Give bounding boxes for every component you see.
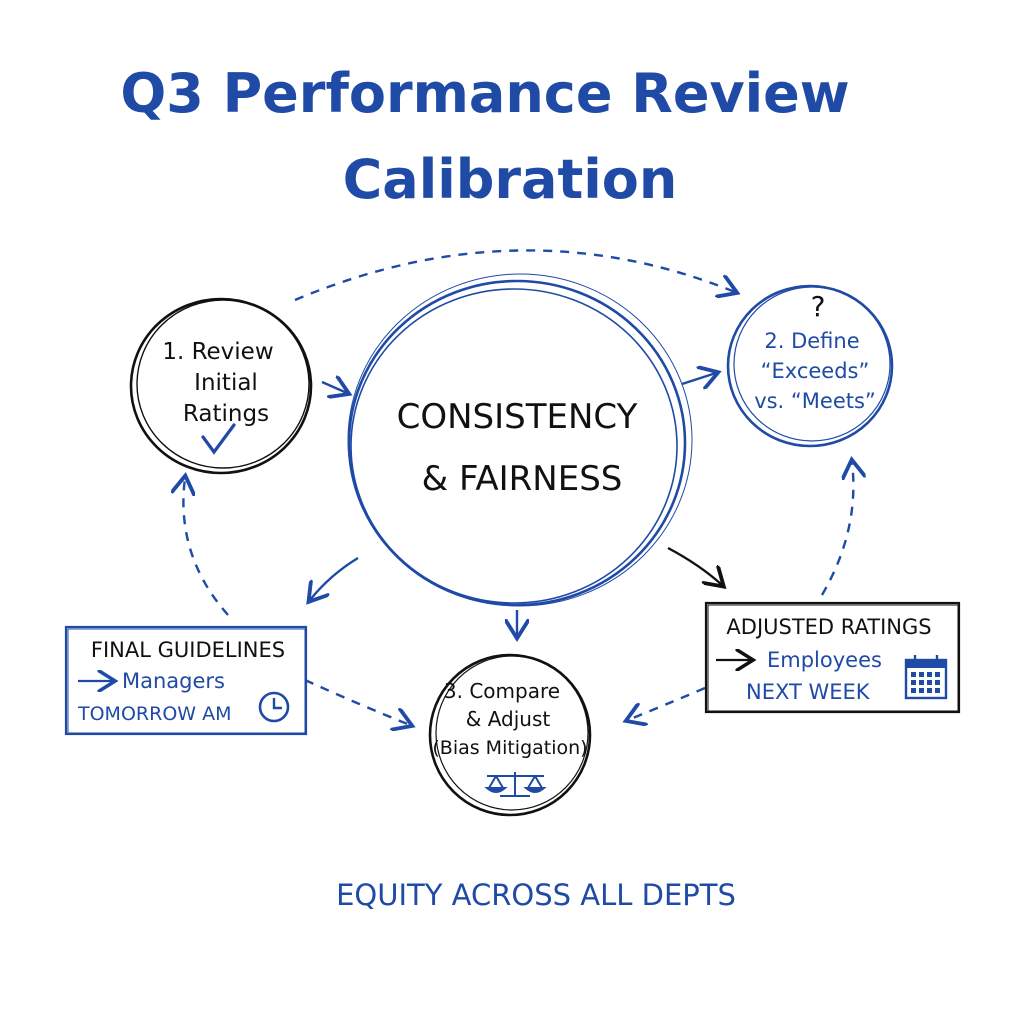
step-compare-node: 3. Compare & Adjust (Bias Mitigation) xyxy=(428,653,592,817)
center-line-2: & FAIRNESS xyxy=(422,459,623,499)
clock-icon xyxy=(258,691,290,723)
step-review-node: 1. Review Initial Ratings xyxy=(129,297,313,475)
step-review-line-3: Ratings xyxy=(183,401,269,427)
step-compare-line-1: 3. Compare xyxy=(444,679,560,703)
adjusted-ratings-box: ADJUSTED RATINGS Employees NEXT WEEK xyxy=(704,601,961,714)
step-define-line-2: “Exceeds” xyxy=(761,359,870,383)
adjusted-ratings-when: NEXT WEEK xyxy=(746,680,871,704)
footer-caption: EQUITY ACROSS ALL DEPTS xyxy=(336,878,736,912)
final-guidelines-box: FINAL GUIDELINES Managers TOMORROW AM xyxy=(64,625,308,736)
arrow-center-to-define xyxy=(681,373,716,384)
center-line-1: CONSISTENCY xyxy=(397,397,638,437)
step-define-node: ? 2. Define “Exceeds” vs. “Meets” xyxy=(726,284,894,448)
arrow-adjusted-to-define xyxy=(820,462,853,596)
arrow-review-to-define xyxy=(294,249,735,302)
step-define-line-1: 2. Define xyxy=(764,329,859,353)
balance-scale-icon xyxy=(484,772,547,797)
arrow-center-to-guidelines xyxy=(310,556,359,600)
step-compare-line-2: & Adjust xyxy=(466,707,551,731)
final-guidelines-audience: Managers xyxy=(122,669,225,693)
final-guidelines-heading: FINAL GUIDELINES xyxy=(91,638,285,662)
step-compare-line-3: (Bias Mitigation) xyxy=(432,737,587,759)
arrow-guidelines-to-compare xyxy=(304,678,410,725)
step-review-line-2: Initial xyxy=(194,370,258,396)
title-line-1: Q3 Performance Review xyxy=(120,62,849,125)
title-line-2: Calibration xyxy=(343,148,678,211)
arrow-center-to-adjusted xyxy=(667,546,722,585)
calendar-icon xyxy=(904,655,948,700)
check-icon xyxy=(201,423,236,455)
arrow-guidelines-to-review xyxy=(183,478,229,616)
final-guidelines-when: TOMORROW AM xyxy=(77,703,231,725)
step-review-line-1: 1. Review xyxy=(162,339,273,365)
question-mark-icon: ? xyxy=(811,290,826,323)
center-node: CONSISTENCY & FAIRNESS xyxy=(347,273,693,607)
adjusted-ratings-heading: ADJUSTED RATINGS xyxy=(726,615,931,639)
arrow-adjusted-to-compare xyxy=(628,686,706,720)
arrow-review-to-center xyxy=(321,382,347,393)
step-define-line-3: vs. “Meets” xyxy=(754,389,876,413)
adjusted-ratings-audience: Employees xyxy=(767,648,882,672)
